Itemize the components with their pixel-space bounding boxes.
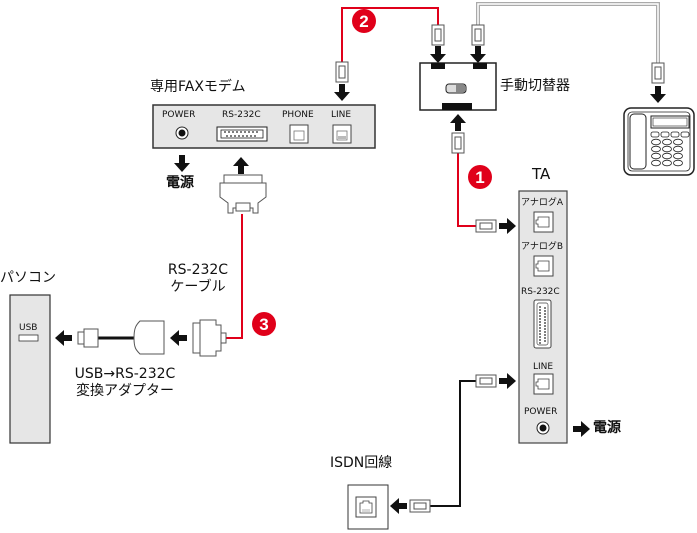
usb-plug	[77, 328, 99, 348]
cable-serial	[226, 214, 243, 339]
pc-usb-port	[18, 334, 39, 342]
arrow-down-modem-power	[174, 155, 190, 172]
ta-port-analog-a-label: アナログA	[521, 198, 563, 208]
fax-modem	[152, 104, 376, 149]
modem-port-phone-label: PHONE	[282, 110, 314, 120]
badge-3-label: 3	[259, 315, 268, 334]
badge-2: 2	[352, 9, 376, 33]
badge-1: 1	[468, 165, 492, 189]
badge-2-label: 2	[359, 12, 368, 31]
modem-port-line-label: LINE	[331, 110, 352, 120]
modem-rs232c-port	[216, 126, 268, 142]
arrow-down-switcher-right	[470, 46, 486, 63]
isdn-wall-jack	[347, 484, 389, 530]
ta-title: TA	[532, 165, 551, 183]
manual-switcher	[419, 62, 497, 111]
arrow-right-ta-power	[573, 421, 590, 437]
modem-phone-port	[289, 124, 309, 144]
plug-phone	[651, 62, 665, 84]
modem-power-label: 電源	[166, 175, 194, 191]
rs232c-cable-label-line2: ケーブル	[170, 279, 226, 295]
plug-isdn	[409, 499, 431, 513]
ta-line-port	[533, 373, 554, 395]
adapter-label-line2: 変換アダプター	[76, 383, 174, 399]
arrow-right-ta-analog-a	[499, 218, 516, 234]
terminal-adapter	[518, 190, 568, 444]
ta-port-line-label: LINE	[533, 362, 554, 372]
usb-rs232c-adapter	[133, 320, 165, 355]
cable-switcher-to-ta	[457, 148, 478, 227]
pc	[9, 294, 51, 444]
ta-port-analog-b-label: アナログB	[521, 242, 563, 252]
plug-switcher-right	[471, 24, 485, 46]
pc-title: パソコン	[0, 270, 56, 286]
cable-switcher-to-phone	[476, 2, 660, 63]
arrow-left-usb	[55, 330, 72, 346]
modem-port-rs232c-label: RS-232C	[222, 110, 261, 120]
arrow-down-switcher-left	[430, 46, 446, 63]
phone-handset	[629, 113, 647, 170]
ta-power-label: 電源	[593, 420, 621, 436]
serial-plug-modem-side	[219, 174, 267, 214]
arrow-up-switcher-bottom	[450, 114, 466, 131]
plug-ta-analog-a	[475, 219, 497, 233]
isdn-title: ISDN回線	[330, 455, 393, 471]
rs232c-cable-label-line1: RS-232C	[167, 262, 229, 278]
switcher-title: 手動切替器	[500, 78, 570, 94]
modem-port-power-label: POWER	[162, 110, 196, 120]
serial-plug-adapter-side	[192, 319, 227, 357]
adapter-label-line1: USB→RS-232C	[74, 366, 176, 382]
plug-switcher-bottom	[451, 132, 465, 154]
plug-ta-line	[475, 374, 497, 388]
arrow-up-modem-rs232c	[233, 157, 249, 174]
ta-rs232c-port	[533, 299, 552, 349]
ta-analog-a-port	[533, 211, 554, 233]
adapter-label: USB→RS-232C 変換アダプター	[60, 366, 190, 400]
arrow-right-ta-line	[499, 373, 516, 389]
telephone	[623, 107, 695, 176]
ta-port-rs232c-label: RS-232C	[521, 287, 560, 297]
fax-modem-title: 専用FAXモデム	[150, 79, 246, 95]
cable-isdn	[430, 380, 478, 507]
arrow-down-modem-line	[334, 84, 350, 101]
pc-usb-label: USB	[19, 323, 38, 333]
plug-modem-line	[335, 61, 349, 83]
badge-3: 3	[252, 312, 276, 336]
modem-line-port	[332, 124, 352, 144]
plug-switcher-left	[431, 24, 445, 46]
phone-display	[650, 115, 690, 129]
cable-modem-to-switcher	[341, 7, 439, 62]
arrow-left-adapter	[170, 330, 187, 346]
rs232c-cable-label: RS-232C ケーブル	[158, 262, 238, 296]
badge-1-label: 1	[475, 168, 484, 187]
arrow-down-phone	[650, 86, 666, 103]
ta-port-power-label: POWER	[524, 407, 558, 417]
arrow-left-isdn	[390, 498, 407, 514]
ta-analog-b-port	[533, 255, 554, 277]
